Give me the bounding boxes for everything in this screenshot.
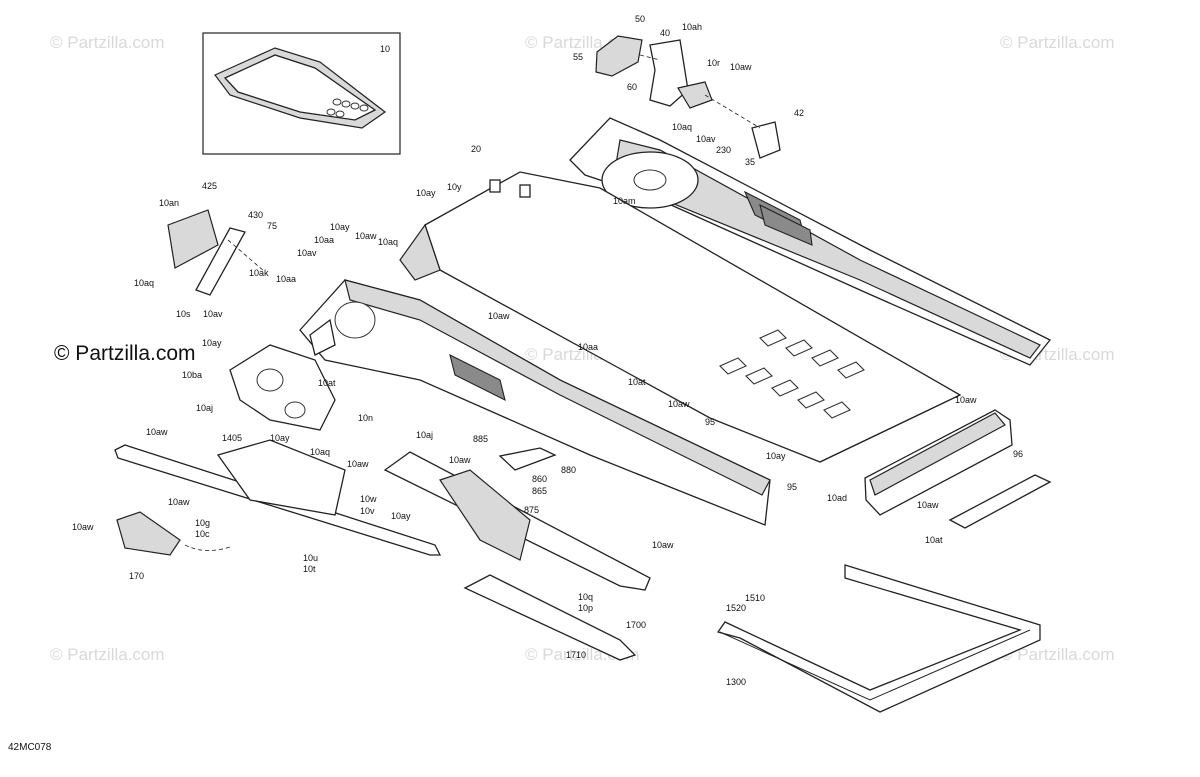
- callout: 885: [473, 434, 488, 444]
- callout: 40: [660, 28, 670, 38]
- callout: 10aw: [917, 500, 939, 510]
- callout: 42: [794, 108, 804, 118]
- callout-labels: 50 10ah 40 55 10r 10aw 60 42 10aq 10av 2…: [72, 14, 1023, 687]
- watermark: © Partzilla.com: [50, 33, 165, 52]
- callout: 10v: [360, 506, 375, 516]
- rear-bumper: [716, 564, 1041, 713]
- callout: 10aw: [668, 399, 690, 409]
- diagram-code: 42MC078: [8, 742, 52, 753]
- callout: 230: [716, 145, 731, 155]
- callout: 10aw: [652, 540, 674, 550]
- callout: 1520: [726, 603, 746, 613]
- callout: 875: [524, 505, 539, 515]
- callout: 10aa: [276, 274, 296, 284]
- callout: 10ay: [416, 188, 436, 198]
- upper-bracket-assembly: [595, 35, 781, 159]
- rear-crossmember: [864, 409, 1052, 529]
- callout: 10aq: [310, 447, 330, 457]
- callout: 10av: [203, 309, 223, 319]
- callout: 35: [745, 157, 755, 167]
- callout: 55: [573, 52, 583, 62]
- callout: 10aa: [578, 342, 598, 352]
- suspension-plate: [229, 344, 336, 431]
- watermark: © Partzilla.com: [1000, 33, 1115, 52]
- callout: 50: [635, 14, 645, 24]
- inset-assembly: 10: [202, 32, 401, 155]
- callout: 425: [202, 181, 217, 191]
- watermarks: © Partzilla.com © Partzilla.com © Partzi…: [50, 33, 1115, 664]
- callout: 75: [267, 221, 277, 231]
- callout: 10ah: [682, 22, 702, 32]
- callout: 10an: [159, 198, 179, 208]
- callout: 10aj: [416, 430, 433, 440]
- callout: 10n: [358, 413, 373, 423]
- tunnel-deck: [399, 171, 962, 463]
- callout: 10t: [303, 564, 316, 574]
- callout: 10q: [578, 592, 593, 602]
- callout: 95: [787, 482, 797, 492]
- callout: 1710: [566, 650, 586, 660]
- callout: 10aw: [955, 395, 977, 405]
- callout: 170: [129, 571, 144, 581]
- callout: 10av: [696, 134, 716, 144]
- callout: 10aw: [730, 62, 752, 72]
- callout: 10ad: [827, 493, 847, 503]
- left-brackets: [167, 209, 266, 296]
- callout: 860: [532, 474, 547, 484]
- left-tunnel-panel: [299, 279, 771, 526]
- slide-rail-center: [383, 447, 651, 661]
- callout: 10aj: [196, 403, 213, 413]
- callout: 10ay: [391, 511, 411, 521]
- callout: 10aw: [355, 231, 377, 241]
- callout: 10aq: [134, 278, 154, 288]
- callout: 10ay: [270, 433, 290, 443]
- callout: 96: [1013, 449, 1023, 459]
- callout: 10av: [297, 248, 317, 258]
- callout: 10aw: [488, 311, 510, 321]
- callout: 10aq: [378, 237, 398, 247]
- callout: 10at: [628, 377, 646, 387]
- callout: 1300: [726, 677, 746, 687]
- callout: 10aa: [314, 235, 334, 245]
- callout: 20: [471, 144, 481, 154]
- callout: 10ay: [330, 222, 350, 232]
- callout: 10at: [925, 535, 943, 545]
- callout: 10am: [613, 196, 636, 206]
- callout: 10c: [195, 529, 210, 539]
- callout: 10ba: [182, 370, 202, 380]
- callout: 10aq: [672, 122, 692, 132]
- callout: 95: [705, 417, 715, 427]
- callout: 10y: [447, 182, 462, 192]
- callout: 10ay: [766, 451, 786, 461]
- inset-label: 10: [380, 44, 390, 54]
- slide-rail-left: [114, 439, 442, 556]
- callout: 10u: [303, 553, 318, 563]
- callout: 865: [532, 486, 547, 496]
- callout: 10s: [176, 309, 191, 319]
- watermark: © Partzilla.com: [1000, 645, 1115, 664]
- callout: 10aw: [168, 497, 190, 507]
- brand-logo-text: © Partzilla.com: [54, 342, 196, 365]
- callout: 60: [627, 82, 637, 92]
- watermark: © Partzilla.com: [50, 645, 165, 664]
- callout: 10at: [318, 378, 336, 388]
- callout: 10w: [360, 494, 377, 504]
- callout: 10ak: [249, 268, 269, 278]
- right-tunnel-rail: [569, 117, 1052, 366]
- callout: 10aw: [72, 522, 94, 532]
- callout: 1700: [626, 620, 646, 630]
- callout: 10g: [195, 518, 210, 528]
- callout: 10aw: [146, 427, 168, 437]
- callout: 880: [561, 465, 576, 475]
- callout: 10ay: [202, 338, 222, 348]
- callout: 1510: [745, 593, 765, 603]
- callout: 10aw: [347, 459, 369, 469]
- callout: 1405: [222, 433, 242, 443]
- callout: 10aw: [449, 455, 471, 465]
- callout: 10r: [707, 58, 720, 68]
- callout: 10p: [578, 603, 593, 613]
- callout: 430: [248, 210, 263, 220]
